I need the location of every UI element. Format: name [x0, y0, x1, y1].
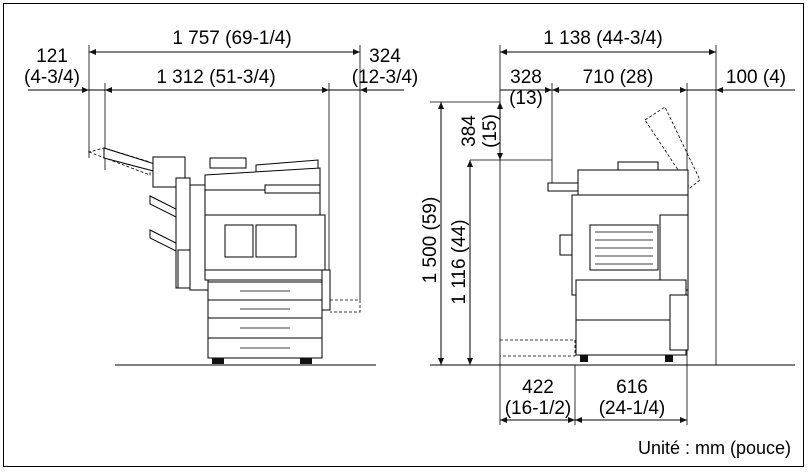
main-body-side: [500, 106, 701, 362]
side-bottom-left-in: (16-1/2): [505, 398, 572, 419]
front-left-extension: 121: [36, 46, 68, 67]
side-overall-depth: 1 138 (44-3/4): [543, 28, 662, 49]
side-front-clearance: 100 (4): [726, 67, 786, 88]
side-view: 1 138 (44-3/4) 328 (13) 710 (28) 100 (4)…: [420, 28, 795, 425]
side-rear-clearance-in: (13): [509, 88, 543, 109]
front-right-extension: 324: [369, 46, 401, 67]
main-body-front: [204, 157, 361, 364]
side-rear-clearance: 328: [510, 67, 542, 88]
side-bottom-right-in: (24-1/4): [599, 398, 666, 419]
side-total-height: 1 500 (59): [420, 197, 441, 284]
front-view: 1 757 (69-1/4) 1 312 (51-3/4) 121 (4-3/4…: [24, 28, 419, 366]
side-top-height-in: (15): [480, 114, 501, 148]
side-bottom-right: 616: [616, 377, 648, 398]
side-body-depth: 710 (28): [583, 67, 654, 88]
units-note: Unité : mm (pouce): [638, 438, 791, 458]
side-bottom-left: 422: [522, 377, 554, 398]
diagram-frame: [3, 3, 804, 467]
finisher-unit: [87, 147, 209, 291]
front-overall-width: 1 757 (69-1/4): [172, 28, 291, 49]
front-right-extension-in: (12-3/4): [352, 67, 419, 88]
front-left-extension-in: (4-3/4): [24, 67, 80, 88]
side-top-height: 384: [459, 115, 480, 147]
side-body-height: 1 116 (44): [449, 219, 470, 304]
front-main-width: 1 312 (51-3/4): [156, 67, 275, 88]
